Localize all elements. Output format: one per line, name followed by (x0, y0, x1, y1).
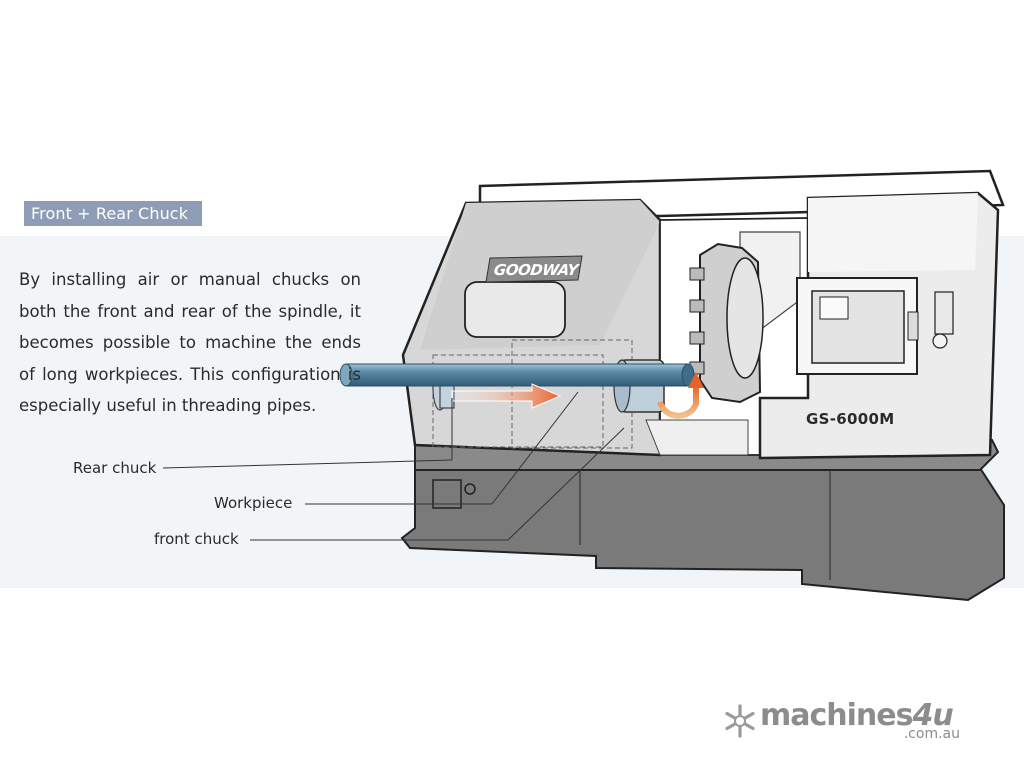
control-housing (758, 191, 1000, 460)
watermark-brand-digit: 4u (912, 698, 954, 733)
watermark-brand: machines4u (760, 698, 954, 733)
section-title: Front + Rear Chuck (24, 201, 202, 226)
feed-arrow (451, 383, 562, 409)
section-description: By installing air or manual chucks on bo… (19, 270, 361, 415)
watermark-domain: .com.au (903, 726, 960, 742)
callout-lines (162, 391, 625, 541)
rear-chuck-label: Rear chuck (73, 459, 157, 477)
model-label: GS-6000M (806, 410, 895, 428)
workpiece-pipe (339, 363, 695, 387)
machines4u-watermark: machines4u .com.au (722, 698, 992, 748)
snowflake-icon (725, 704, 755, 738)
workpiece-label: Workpiece (214, 494, 293, 512)
machine-base (400, 438, 1005, 602)
brand-badge-text: GOODWAY (492, 261, 579, 279)
rotation-arrow (657, 372, 704, 419)
front-chuck-label: front chuck (154, 530, 239, 548)
watermark-brand-main: machines (760, 698, 913, 733)
front-door (401, 198, 662, 457)
